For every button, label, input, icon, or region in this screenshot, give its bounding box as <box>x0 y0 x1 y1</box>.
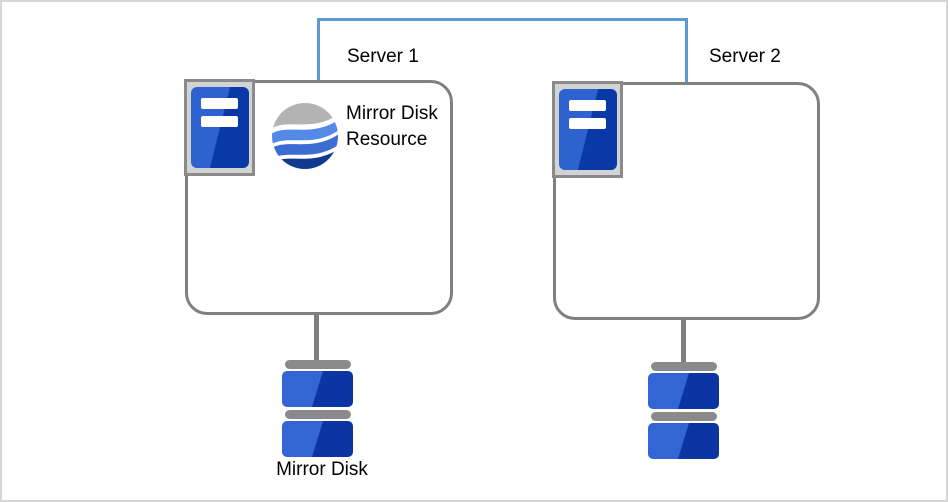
server-slot-bar <box>201 98 238 109</box>
server-tower-icon <box>558 89 617 170</box>
server1-disk-connector <box>314 314 319 362</box>
server-slot-bar <box>201 116 238 127</box>
mirror-swirl-icon <box>272 103 338 174</box>
server-tower-icon <box>190 87 249 168</box>
server2-server-tower-icon <box>552 81 623 178</box>
mirror-disk-label: Mirror Disk <box>276 459 368 480</box>
server1-label: Server 1 <box>347 46 419 67</box>
server-interconnect-line <box>317 18 688 82</box>
disk-platter <box>648 373 719 409</box>
server2-label: Server 2 <box>709 46 781 67</box>
server1-server-tower-icon <box>184 79 255 176</box>
server-slot-bar <box>569 100 606 111</box>
disk-stack-icon-right <box>648 362 719 459</box>
disk-cap <box>284 410 351 419</box>
server2-disk-connector <box>681 319 686 364</box>
disk-stack-icon-left <box>282 360 353 457</box>
disk-platter <box>282 421 353 457</box>
disk-cap <box>650 362 717 371</box>
disk-platter <box>282 371 353 407</box>
disk-cap <box>650 412 717 421</box>
mirror-disk-resource-label: Mirror Disk Resource <box>346 103 438 150</box>
disk-platter <box>648 423 719 459</box>
disk-cap <box>284 360 351 369</box>
server-slot-bar <box>569 118 606 129</box>
